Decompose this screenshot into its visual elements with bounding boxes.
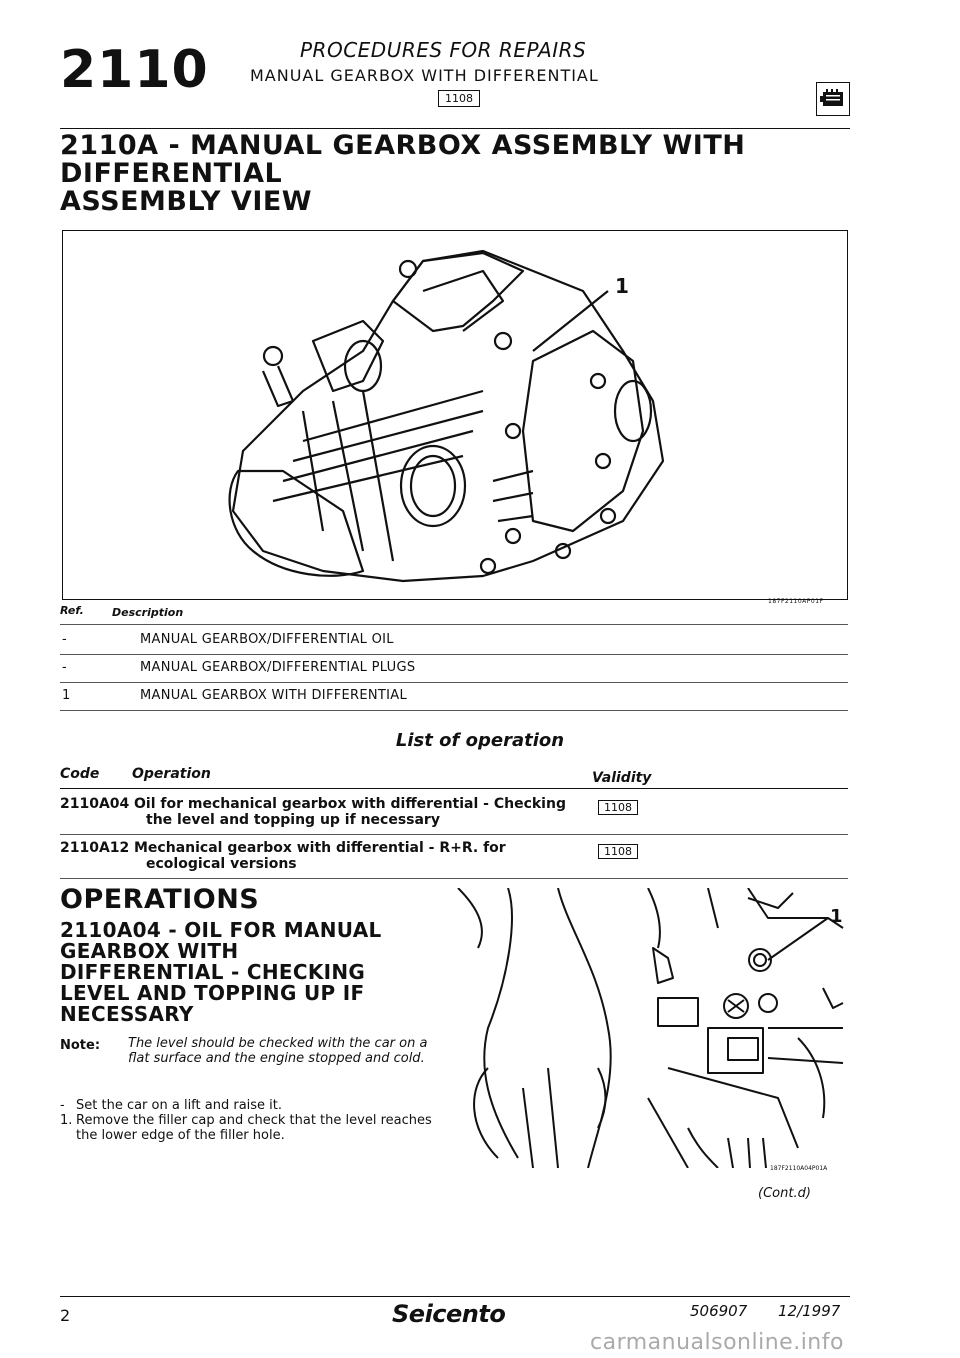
validity-badge: 1108 [598,800,638,815]
divider [60,654,848,655]
steps-list: - Set the car on a lift and raise it. 1.… [60,1098,440,1143]
operation-line: Mechanical gearbox with differential - R… [134,840,506,856]
parts-ref: - [62,632,67,647]
divider [60,710,848,711]
assembly-figure: 1 [62,230,848,600]
parts-ref: 1 [62,688,71,703]
step-item: - Set the car on a lift and raise it. [60,1098,440,1113]
step-text: Remove the filler cap and check that the… [76,1113,432,1143]
figure-id: 187F2110AP01F [768,598,824,605]
parts-header-description: Description [112,606,184,619]
operations-subtitle-line: LEVEL AND TOPPING UP IF [60,981,365,1005]
operation-description: Oil for mechanical gearbox with differen… [134,796,584,828]
main-title: 2110A - MANUAL GEARBOX ASSEMBLY WITH DIF… [60,132,745,216]
operation-line: ecological versions [146,856,297,872]
operations-subtitle-line: 2110A04 - OIL FOR MANUAL [60,918,382,942]
operation-code: 2110A04 [60,796,130,812]
header-code-badge: 1108 [438,90,480,107]
filler-cap-drawing: 1 [457,887,844,1169]
operation-header-operation: Operation [132,766,211,782]
step-marker: 1. [60,1113,73,1128]
filler-cap-figure: 1 [448,887,848,1169]
operation-description: Mechanical gearbox with differential - R… [134,840,584,872]
operations-subtitle-line: DIFFERENTIAL - CHECKING [60,960,366,984]
parts-description: MANUAL GEARBOX/DIFFERENTIAL PLUGS [140,660,416,675]
main-title-line: ASSEMBLY VIEW [60,186,313,217]
divider [60,788,848,789]
operations-subtitle-line: GEARBOX WITH [60,939,239,963]
gearbox-icon [816,82,850,116]
operation-line: Oil for mechanical gearbox with differen… [134,796,566,812]
gearbox-drawing: 1 [228,249,665,583]
main-title-line: 2110A - MANUAL GEARBOX ASSEMBLY WITH [60,130,746,161]
operations-subtitle: 2110A04 - OIL FOR MANUAL GEARBOX WITH DI… [60,920,400,1025]
parts-description: MANUAL GEARBOX WITH DIFFERENTIAL [140,688,407,703]
photo-callout: 1 [830,906,843,927]
note-text: The level should be checked with the car… [128,1036,428,1066]
header-title: PROCEDURES FOR REPAIRS [300,38,587,62]
divider [60,878,848,879]
section-number: 2110 [60,40,209,100]
continued-label: (Cont.d) [758,1186,811,1201]
parts-description: MANUAL GEARBOX/DIFFERENTIAL OIL [140,632,394,647]
operation-list-title: List of operation [395,730,565,751]
step-marker: - [60,1098,65,1113]
step-item: 1. Remove the filler cap and check that … [60,1113,440,1143]
header-subtitle: MANUAL GEARBOX WITH DIFFERENTIAL [250,66,599,85]
operation-header-validity: Validity [592,770,652,786]
doc-number: 506907 [690,1302,748,1320]
operation-line: the level and topping up if necessary [146,812,440,828]
page-number: 2 [60,1306,71,1325]
divider [60,834,848,835]
header-rule [60,128,850,129]
doc-date: 12/1997 [778,1302,841,1320]
footer-rule [60,1296,850,1297]
figure-callout: 1 [615,274,629,298]
divider [60,624,848,625]
step-text: Set the car on a lift and raise it. [76,1098,283,1113]
validity-badge: 1108 [598,844,638,859]
operation-header-code: Code [60,766,100,782]
note-label: Note: [60,1038,101,1053]
brand-logo: Seicento [392,1300,506,1328]
divider [60,682,848,683]
parts-ref: - [62,660,67,675]
parts-header-ref: Ref. [60,604,84,617]
operations-title: OPERATIONS [60,884,260,915]
operation-code: 2110A12 [60,840,130,856]
main-title-line: DIFFERENTIAL [60,158,283,189]
photo-figure-id: 187F2110A04P01A [770,1165,828,1172]
operations-subtitle-line: NECESSARY [60,1002,194,1026]
watermark: carmanualsonline.info [590,1330,844,1355]
